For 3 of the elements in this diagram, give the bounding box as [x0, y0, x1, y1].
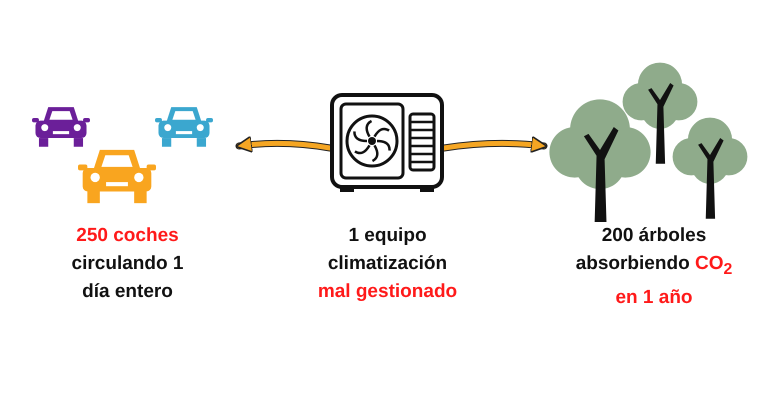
- caption-text: 1 equipo climatización mal gestionado: [316, 224, 458, 304]
- caption-text: 200 árboles absorbiendo CO$_{2}$ en 1 año: [574, 224, 734, 310]
- caption-text: 250 coches circulando 1 día entero: [70, 224, 184, 304]
